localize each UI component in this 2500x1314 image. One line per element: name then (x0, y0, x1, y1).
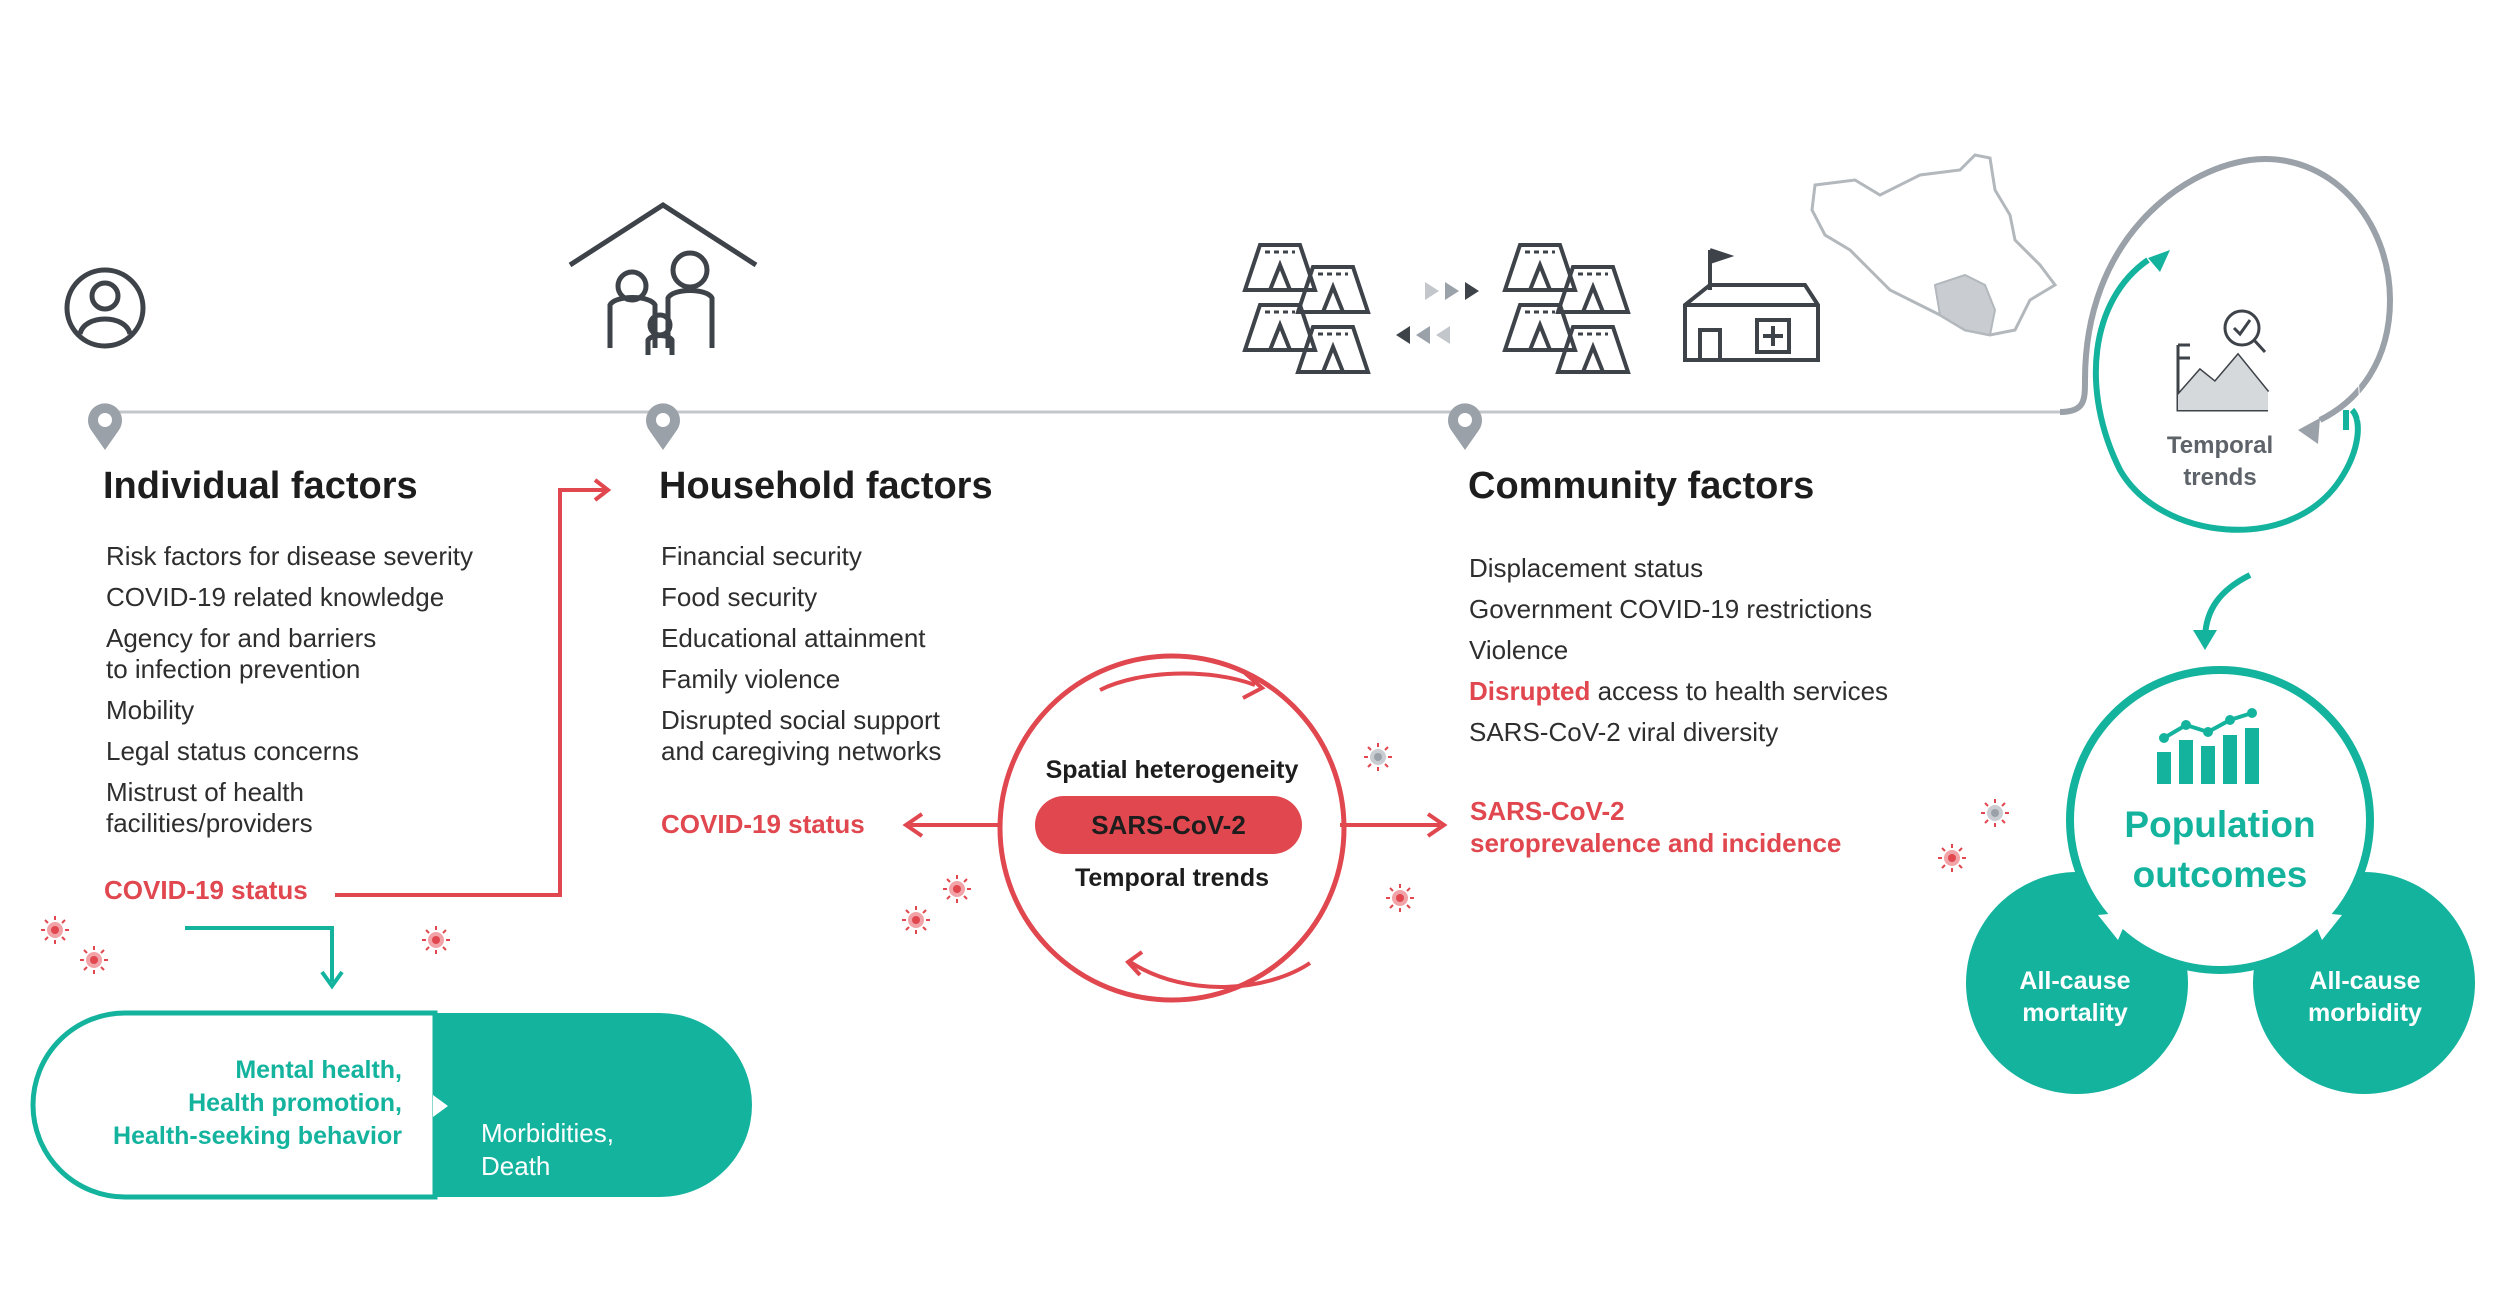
virus-icon (901, 905, 931, 935)
virus-icon (942, 874, 972, 904)
list-item: Educational attainment (661, 623, 926, 653)
cycle-arrow-right (1340, 812, 1448, 838)
clinic-icon (1683, 248, 1820, 362)
map-pin-icon (1448, 403, 1482, 450)
person-icon (64, 267, 146, 349)
individual-factors-title: Individual factors (103, 465, 418, 507)
country-map-icon (1810, 153, 2058, 337)
timeline (105, 156, 2394, 444)
list-item: Disrupted social support and caregiving … (661, 705, 942, 766)
disrupted-highlight: Disrupted (1469, 676, 1591, 706)
temporal-trends-label: Temporal trends (1074, 864, 1270, 892)
seroprevalence-label: SARS-CoV-2 seroprevalence and incidence (1470, 795, 1841, 859)
population-outcomes-label: Population outcomes (2080, 800, 2360, 900)
cycle-arrow-left (902, 812, 1000, 838)
pill-right-line-2: Death (481, 1151, 551, 1181)
population-outcomes-group (1966, 666, 2475, 1094)
sero-line-2: seroprevalence and incidence (1470, 828, 1842, 858)
virus-icon (1980, 798, 2010, 828)
community-factors-title: Community factors (1468, 465, 1815, 507)
pill-left-text: Mental health, Health promotion, Health-… (60, 1054, 402, 1153)
sero-line-1: SARS-CoV-2 (1470, 796, 1625, 826)
temporal-to-population-arrow (2193, 572, 2252, 650)
list-item: Violence (1469, 635, 1569, 665)
list-item: Mistrust of health facilities/providers (106, 777, 313, 838)
status-arrow-to-household (335, 478, 612, 897)
bar-chart-icon (2157, 708, 2259, 784)
household-factors-title: Household factors (659, 465, 993, 507)
household-factors-list: Financial security Food security Educati… (661, 541, 1061, 777)
sars-cov-2-pill (1035, 796, 1302, 854)
temporal-trends-circle (2092, 234, 2361, 533)
morbidity-label: All-cause morbidity (2280, 965, 2450, 1029)
temporal-line-2: trends (2183, 464, 2257, 491)
list-item: Disrupted access to health services (1469, 676, 1949, 707)
list-item: COVID-19 related knowledge (106, 582, 445, 612)
list-item: Risk factors for disease severity (106, 541, 474, 571)
household-covid-status: COVID-19 status (661, 809, 865, 839)
virus-icon (1937, 843, 1967, 873)
spatial-heterogeneity-label: Spatial heterogeneity (1045, 756, 1299, 784)
morbidity-line-2: morbidity (2308, 999, 2422, 1027)
pill-right-text: Morbidities, Death (481, 1117, 614, 1183)
list-item: SARS-CoV-2 viral diversity (1469, 717, 1779, 747)
pill-right-line-1: Morbidities, (481, 1118, 614, 1148)
virus-icon (421, 925, 451, 955)
mortality-line-2: mortality (2022, 999, 2128, 1027)
trend-chart-icon (2176, 309, 2270, 412)
list-item: Legal status concerns (106, 736, 359, 766)
list-item: Mobility (106, 695, 195, 725)
list-item: Displacement status (1469, 553, 1704, 583)
status-arrow-to-outcomes (185, 926, 344, 990)
list-item: Government COVID-19 restrictions (1469, 594, 1873, 624)
pill-left-line-2: Health promotion, (188, 1089, 402, 1117)
temporal-line-1: Temporal (2166, 432, 2274, 459)
list-item: Agency for and barriers to infection pre… (106, 623, 377, 684)
morbidity-line-1: All-cause (2309, 967, 2421, 995)
mortality-line-1: All-cause (2019, 967, 2131, 995)
virus-icon (1363, 742, 1393, 772)
house-family-icon (568, 202, 758, 355)
list-item: Food security (661, 582, 818, 612)
individual-outcomes-pill (30, 1010, 752, 1200)
list-item: Family violence (661, 664, 841, 694)
individual-factors-list: Risk factors for disease severity COVID-… (106, 541, 566, 849)
individual-covid-status: COVID-19 status (104, 875, 308, 905)
sars-cov-2-label: SARS-CoV-2 (1091, 810, 1246, 840)
pill-left-line-3: Health-seeking behavior (113, 1122, 402, 1150)
exchange-arrows-icon (1396, 282, 1479, 344)
virus-icon (79, 945, 109, 975)
temporal-trends-side-label: Temporal trends (2140, 430, 2300, 494)
map-pin-icon (88, 403, 122, 450)
tents-icon (1243, 243, 1370, 374)
virus-icon (40, 915, 70, 945)
list-item: Financial security (661, 541, 862, 571)
population-line-1: Population (2124, 804, 2316, 845)
virus-icon (1385, 883, 1415, 913)
community-factors-list: Displacement status Government COVID-19 … (1469, 553, 1949, 758)
access-text: access to health services (1590, 676, 1889, 706)
pill-left-line-1: Mental health, (235, 1056, 402, 1084)
tents-icon (1503, 243, 1630, 374)
map-pin-icon (646, 403, 680, 450)
mortality-label: All-cause mortality (1990, 965, 2160, 1029)
population-line-2: outcomes (2132, 854, 2308, 895)
